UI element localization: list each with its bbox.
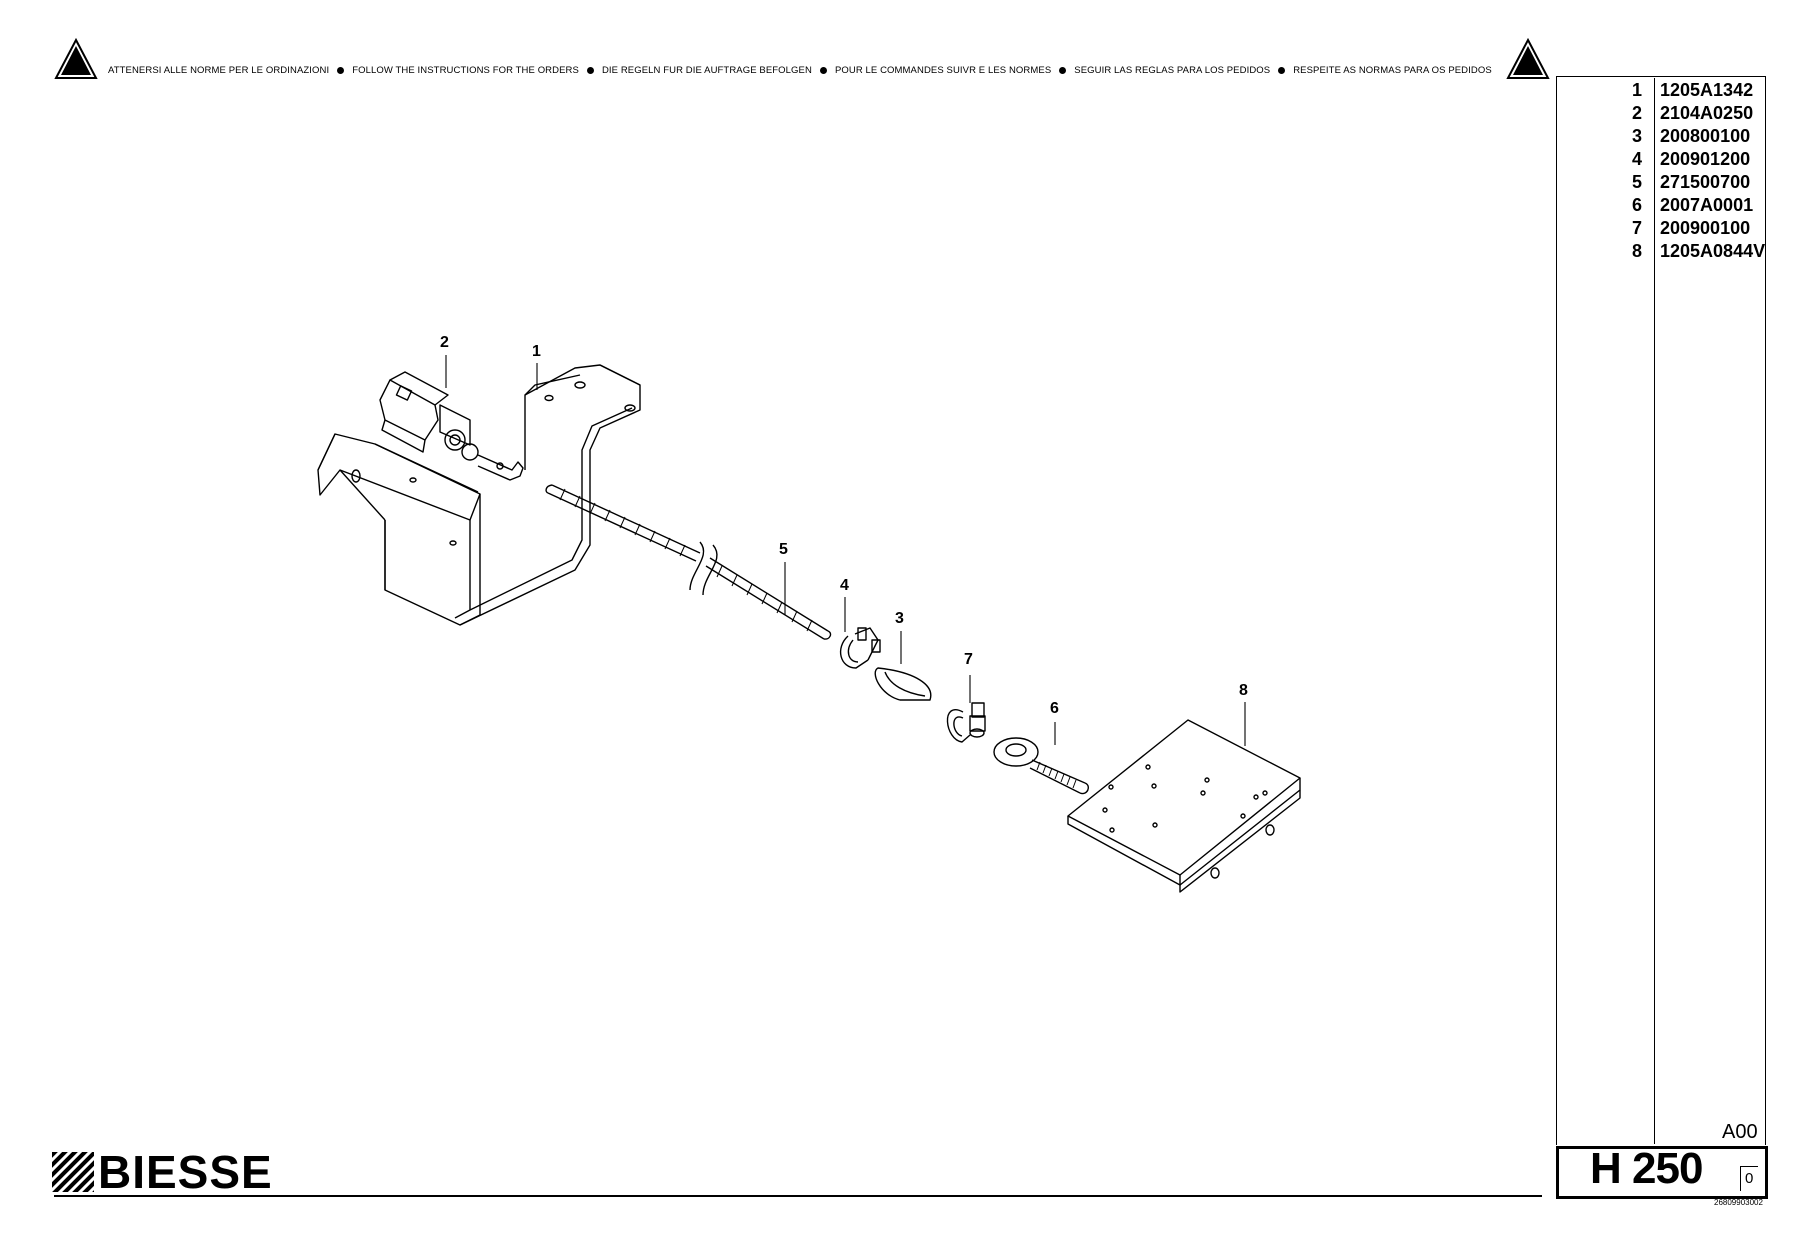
- thimble-part-3: [874, 667, 932, 701]
- bullet-dot: [1278, 66, 1286, 74]
- part-code: 200901200: [1660, 149, 1751, 169]
- bullet-dot: [819, 66, 827, 74]
- document-number: 26809903002: [1714, 1198, 1763, 1207]
- eye-bolt-part-6: [993, 737, 1090, 795]
- parts-row: 8 1205A0844V: [1556, 241, 1766, 264]
- part-number: 2: [1631, 103, 1642, 123]
- callout-4: 4: [840, 577, 849, 594]
- shackle-part-7: [946, 702, 986, 743]
- part-number: 1: [1631, 80, 1642, 100]
- wire-clip-part-4: [839, 627, 881, 669]
- parts-row: 1 1205A1342: [1556, 80, 1766, 103]
- part-number: 6: [1631, 195, 1642, 215]
- notice-es: SEGUIR LAS REGLAS PARA LOS PEDIDOS: [1074, 65, 1271, 76]
- warning-triangle-icon-right: [1506, 38, 1550, 79]
- model-revision: 0: [1745, 1170, 1754, 1187]
- notice-en: FOLLOW THE INSTRUCTIONS FOR THE ORDERS: [352, 65, 579, 76]
- bullet-dot: [337, 66, 345, 74]
- parts-row: 6 2007A0001: [1556, 195, 1766, 218]
- brand-logo: BIESSE: [52, 1146, 273, 1198]
- order-instructions-notice: ATTENERSI ALLE NORME PER LE ORDINAZIONI F…: [108, 65, 1498, 76]
- part-number: 8: [1631, 241, 1642, 261]
- part-code: 2104A0250: [1660, 103, 1754, 123]
- part-number: 5: [1631, 172, 1642, 192]
- part-code: 2007A0001: [1660, 195, 1754, 215]
- notice-fr: POUR LE COMMANDES SUIVR E LES NORMES: [834, 65, 1052, 76]
- bottom-rule: [54, 1195, 1542, 1197]
- model-name: H 250: [1590, 1144, 1703, 1193]
- notice-de: DIE REGELN FUR DIE AUFTRAGE BEFOLGEN: [601, 65, 812, 76]
- parts-list-divider: [1654, 78, 1655, 1144]
- revision-label: A00: [1722, 1121, 1758, 1143]
- callout-3: 3: [895, 610, 904, 627]
- bullet-dot: [1059, 66, 1067, 74]
- parts-list-frame: [1556, 76, 1766, 1145]
- leader-lines: [445, 355, 1246, 746]
- bracket-part-1: [317, 364, 641, 626]
- callout-2: 2: [440, 334, 449, 351]
- parts-row: 7 200900100: [1556, 218, 1766, 241]
- notice-it: ATTENERSI ALLE NORME PER LE ORDINAZIONI: [108, 65, 330, 76]
- model-revision-frame: [1740, 1166, 1758, 1191]
- limit-switch-part-2: [379, 371, 524, 481]
- callout-8: 8: [1239, 682, 1248, 699]
- parts-row: 2 2104A0250: [1556, 103, 1766, 126]
- callout-5: 5: [779, 541, 788, 558]
- bullet-dot: [586, 66, 594, 74]
- base-plate-part-8: [1067, 719, 1301, 893]
- model-frame: [1556, 1146, 1768, 1199]
- parts-row: 4 200901200: [1556, 149, 1766, 172]
- callout-1: 1: [532, 343, 541, 360]
- parts-row: 3 200800100: [1556, 126, 1766, 149]
- part-number: 3: [1631, 126, 1642, 146]
- part-code: 1205A0844V: [1660, 241, 1766, 261]
- callout-7: 7: [964, 651, 973, 668]
- biesse-stripes-icon: [52, 1152, 94, 1192]
- part-code: 200900100: [1660, 218, 1751, 238]
- cable-rod-part-5: [545, 484, 832, 640]
- part-code: 271500700: [1660, 172, 1751, 192]
- part-code: 200800100: [1660, 126, 1751, 146]
- notice-pt: RESPEITE AS NORMAS PARA OS PEDIDOS: [1293, 65, 1492, 76]
- part-number: 4: [1631, 149, 1642, 169]
- part-number: 7: [1631, 218, 1642, 238]
- warning-triangle-icon-left: [54, 38, 98, 79]
- part-code: 1205A1342: [1660, 80, 1754, 100]
- parts-row: 5 271500700: [1556, 172, 1766, 195]
- brand-name: BIESSE: [98, 1146, 273, 1198]
- callout-6: 6: [1050, 700, 1059, 717]
